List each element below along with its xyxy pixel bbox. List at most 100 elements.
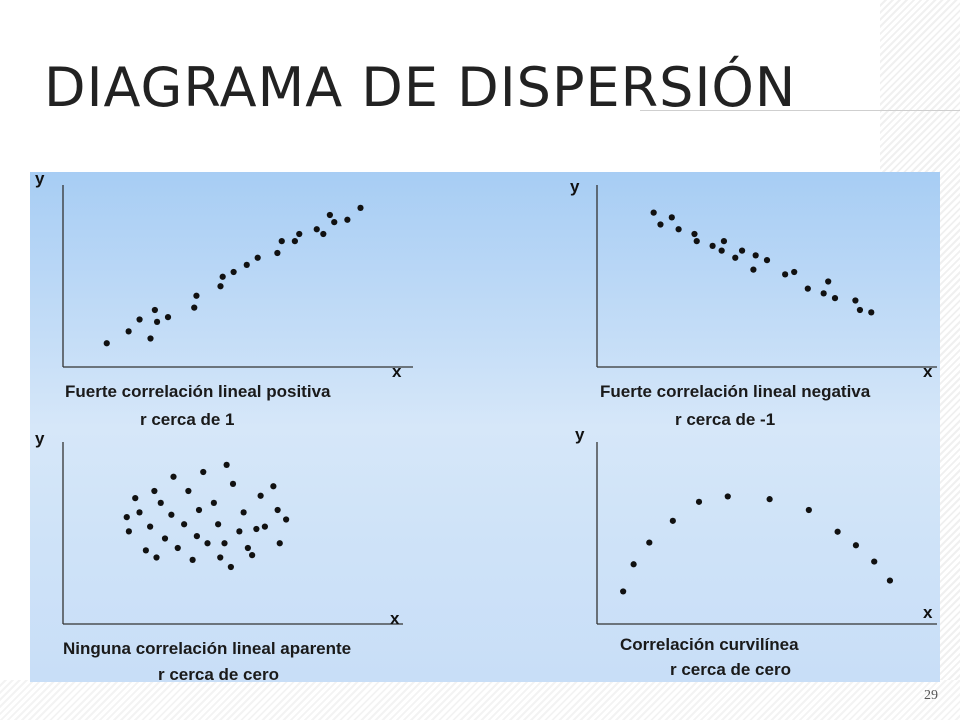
data-point	[191, 304, 198, 311]
data-point	[142, 547, 149, 554]
data-point	[217, 283, 224, 290]
data-point	[254, 254, 261, 261]
plot-caption: Fuerte correlación lineal positiva	[65, 382, 331, 401]
data-point	[189, 556, 196, 563]
data-point	[244, 544, 251, 552]
data-point	[852, 542, 860, 549]
data-point	[805, 506, 812, 514]
x-axis-label: x	[390, 609, 400, 628]
title-divider	[640, 110, 960, 111]
data-point	[852, 297, 859, 304]
data-point	[296, 230, 303, 238]
background-stripes-bottom	[0, 680, 960, 720]
data-point	[240, 509, 247, 516]
data-point	[136, 509, 143, 516]
data-point	[204, 540, 211, 547]
data-point	[249, 552, 256, 559]
data-point	[657, 221, 664, 228]
data-point	[168, 511, 175, 518]
data-point	[210, 499, 217, 506]
data-point	[763, 257, 771, 264]
data-point	[804, 285, 811, 292]
data-point	[276, 540, 283, 547]
data-point	[125, 528, 132, 535]
data-point	[161, 535, 169, 542]
data-point	[732, 254, 739, 261]
data-point	[331, 219, 338, 226]
data-point	[752, 252, 759, 259]
data-point	[153, 554, 160, 561]
data-point	[675, 226, 682, 233]
data-point	[195, 506, 203, 514]
data-point	[766, 496, 773, 503]
data-point	[223, 461, 230, 468]
data-point	[669, 517, 676, 524]
data-point	[229, 480, 237, 487]
data-point	[274, 506, 281, 514]
data-point	[738, 247, 746, 254]
data-point	[646, 539, 653, 546]
plot-caption: Ninguna correlación lineal aparente	[63, 639, 351, 658]
data-point	[831, 295, 839, 302]
data-point	[261, 523, 268, 530]
plot-subcaption: r cerca de 1	[140, 410, 235, 429]
data-point	[274, 249, 281, 257]
data-point	[157, 499, 164, 506]
data-point	[151, 306, 158, 314]
data-point	[326, 211, 333, 219]
data-point	[718, 247, 725, 254]
data-point	[620, 588, 627, 595]
data-point	[820, 290, 827, 297]
data-point	[219, 273, 226, 280]
data-point	[227, 563, 234, 571]
x-axis-label: x	[923, 603, 933, 622]
data-point	[193, 292, 200, 299]
plot-subcaption: r cerca de -1	[675, 410, 775, 429]
y-axis-label: y	[35, 429, 45, 448]
data-point	[856, 306, 864, 314]
data-point	[147, 523, 154, 530]
data-point	[834, 528, 841, 535]
data-point	[147, 335, 154, 342]
plot-subcaption: r cerca de cero	[670, 660, 791, 679]
data-point	[236, 528, 243, 535]
data-point	[243, 261, 250, 268]
data-point	[181, 521, 188, 528]
data-point	[221, 540, 228, 547]
plot-caption: Correlación curvilínea	[620, 635, 799, 654]
data-point	[724, 493, 731, 500]
data-point	[691, 230, 698, 238]
plot-subcaption: r cerca de cero	[158, 665, 279, 682]
data-point	[103, 340, 110, 347]
data-point	[320, 230, 327, 238]
y-axis-label: y	[575, 425, 585, 444]
data-point	[313, 226, 320, 233]
scatter-plots-svg: y x Fuerte correlación lineal positiva r ce…	[35, 172, 937, 682]
data-point	[174, 544, 181, 552]
data-point	[782, 271, 789, 278]
data-point	[136, 316, 143, 323]
data-point	[650, 209, 657, 216]
data-point	[123, 514, 130, 521]
scatter-figure-panel: y x Fuerte correlación lineal positiva r ce…	[30, 172, 940, 682]
data-point	[164, 314, 172, 321]
data-point	[200, 468, 207, 476]
data-point	[283, 516, 290, 523]
data-point	[278, 238, 285, 245]
slide-title: DIAGRAMA DE DISPERSIÓN	[44, 56, 797, 119]
data-point	[344, 216, 351, 223]
page-number: 29	[924, 688, 938, 703]
data-point	[230, 268, 237, 276]
data-point	[750, 266, 757, 273]
y-axis-label: y	[570, 177, 580, 196]
data-point	[825, 278, 832, 285]
data-point	[215, 521, 222, 528]
data-point	[270, 483, 277, 490]
data-point	[253, 525, 260, 533]
data-point	[668, 214, 675, 221]
data-point	[709, 242, 716, 249]
